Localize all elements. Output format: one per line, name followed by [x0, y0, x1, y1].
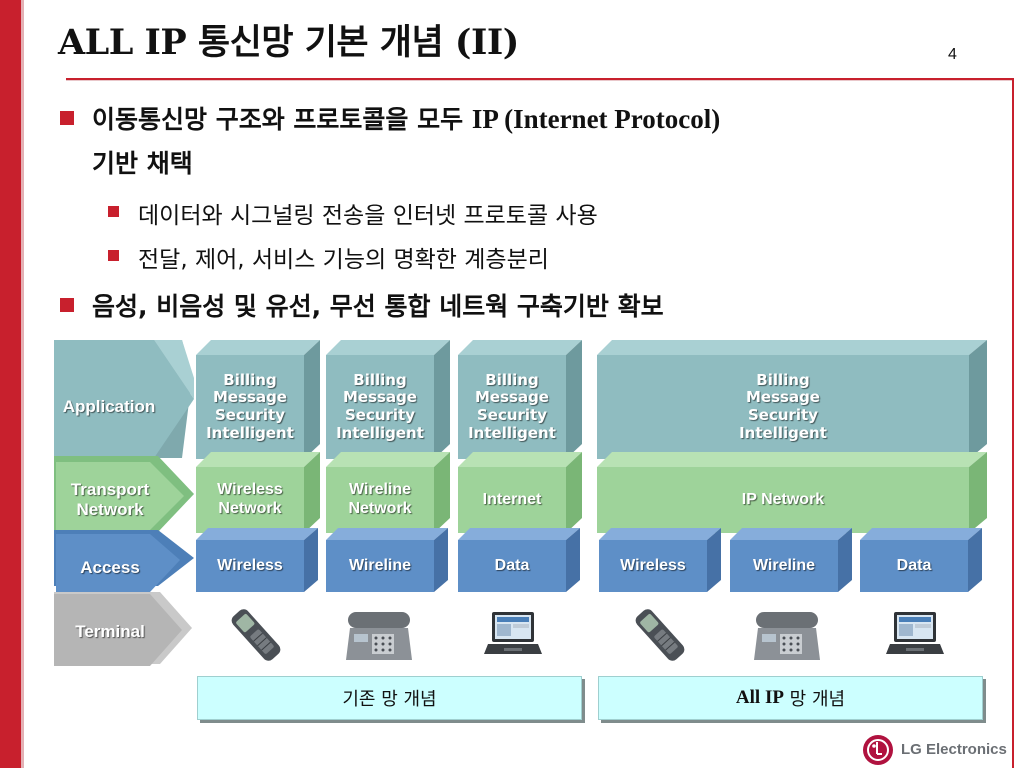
- layer-label-terminal: Terminal: [75, 622, 145, 641]
- mobile-phone-icon: [231, 609, 281, 661]
- allip-caption-latin: All IP: [735, 687, 784, 708]
- bullet-1-latin-text: IP (Internet Protocol): [471, 104, 721, 134]
- desk-phone-icon: [346, 612, 412, 660]
- sub-bullet-marker: [108, 250, 119, 261]
- sub-bullet-marker: [108, 206, 119, 217]
- sub-bullet-1: 데이터와 시그널링 전송을 인터넷 프로토콜 사용: [138, 203, 598, 229]
- bullet-1-line-1: 이동통신망 구조와 프로토콜을 모두 IP (Internet Protocol…: [92, 100, 720, 136]
- left-accent-stripe-light: [21, 0, 24, 768]
- allip-access-label: Data: [896, 556, 932, 574]
- left-accent-stripe: [0, 0, 21, 768]
- legacy-access-label: Wireless: [217, 556, 283, 574]
- transport-arrow: [56, 462, 184, 530]
- legacy-caption-text: 기존 망 개념: [342, 689, 437, 710]
- allip-caption: All IP 망 개념: [598, 676, 983, 720]
- legacy-transport-label: Internet: [482, 490, 542, 508]
- terminal-arrow: [54, 594, 182, 666]
- layer-label-application: Application: [62, 397, 156, 416]
- bullet-marker: [60, 298, 74, 312]
- bullet-marker: [60, 111, 74, 125]
- bullet-1-line-2: 기반 채택: [92, 149, 193, 178]
- bullet-1-text: 이동통신망 구조와 프로토콜을 모두: [92, 105, 472, 134]
- right-border: [1012, 80, 1014, 768]
- laptop-icon: [484, 612, 542, 654]
- allip-caption-text: 망 개념: [783, 689, 846, 710]
- title-divider-shadow: [66, 80, 1014, 81]
- legacy-access-label: Data: [494, 556, 530, 574]
- desk-phone-icon: [754, 612, 820, 660]
- legacy-access-label: Wireline: [348, 556, 412, 574]
- sub-bullet-2: 전달, 제어, 서비스 기능의 명확한 계층분리: [138, 247, 549, 273]
- title-divider: [66, 78, 1014, 80]
- layer-label-access: Access: [80, 558, 140, 577]
- application-arrow-top: [154, 340, 194, 399]
- bullet-2: 음성, 비음성 및 유선, 무선 통합 네트웍 구축기반 확보: [92, 292, 664, 321]
- laptop-icon: [886, 612, 944, 654]
- allip-access-label: Wireless: [620, 556, 686, 574]
- slide-title: ALL IP 통신망 기본 개념 (II): [58, 22, 519, 63]
- allip-transport-label: IP Network: [741, 490, 825, 508]
- logo-text: LG Electronics: [901, 741, 1007, 758]
- mobile-phone-icon: [635, 609, 685, 661]
- allip-access-label: Wireline: [752, 556, 816, 574]
- lg-logo-icon: [863, 735, 893, 765]
- layer-arrows: [54, 340, 194, 666]
- access-arrow: [56, 534, 180, 592]
- legacy-caption: 기존 망 개념: [197, 676, 582, 720]
- application-arrow: [54, 340, 194, 458]
- page-number: 4: [948, 46, 957, 63]
